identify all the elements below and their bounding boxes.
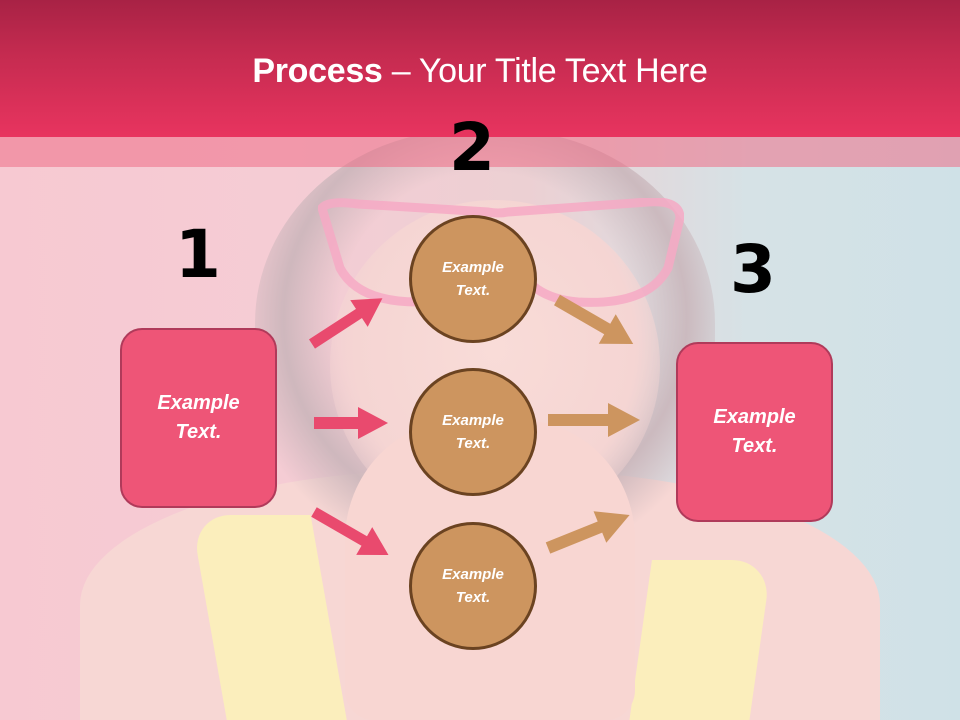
title-rest: – Your Title Text Here [382, 52, 708, 90]
photo-shirt-right [628, 560, 772, 720]
step-3-box[interactable]: Example Text. [676, 342, 833, 522]
step-number-1: 1 [175, 216, 221, 293]
circle-middle-label: Example Text. [442, 412, 504, 452]
step-number-3: 3 [730, 231, 776, 308]
step-3-label: Example Text. [713, 406, 796, 457]
step-2-circle-bottom[interactable]: Example Text. [409, 522, 537, 650]
step-2-circle-middle[interactable]: Example Text. [409, 368, 537, 496]
step-1-label: Example Text. [157, 392, 240, 443]
circle-top-label: Example Text. [442, 259, 504, 299]
title-underline-strip [0, 137, 960, 167]
slide-title: Process – Your Title Text Here [0, 52, 960, 91]
title-bar [0, 0, 960, 137]
step-2-circle-top[interactable]: Example Text. [409, 215, 537, 343]
step-1-box[interactable]: Example Text. [120, 328, 277, 508]
title-bold: Process [252, 52, 383, 90]
step-number-2: 2 [449, 109, 495, 186]
circle-bottom-label: Example Text. [442, 566, 504, 606]
